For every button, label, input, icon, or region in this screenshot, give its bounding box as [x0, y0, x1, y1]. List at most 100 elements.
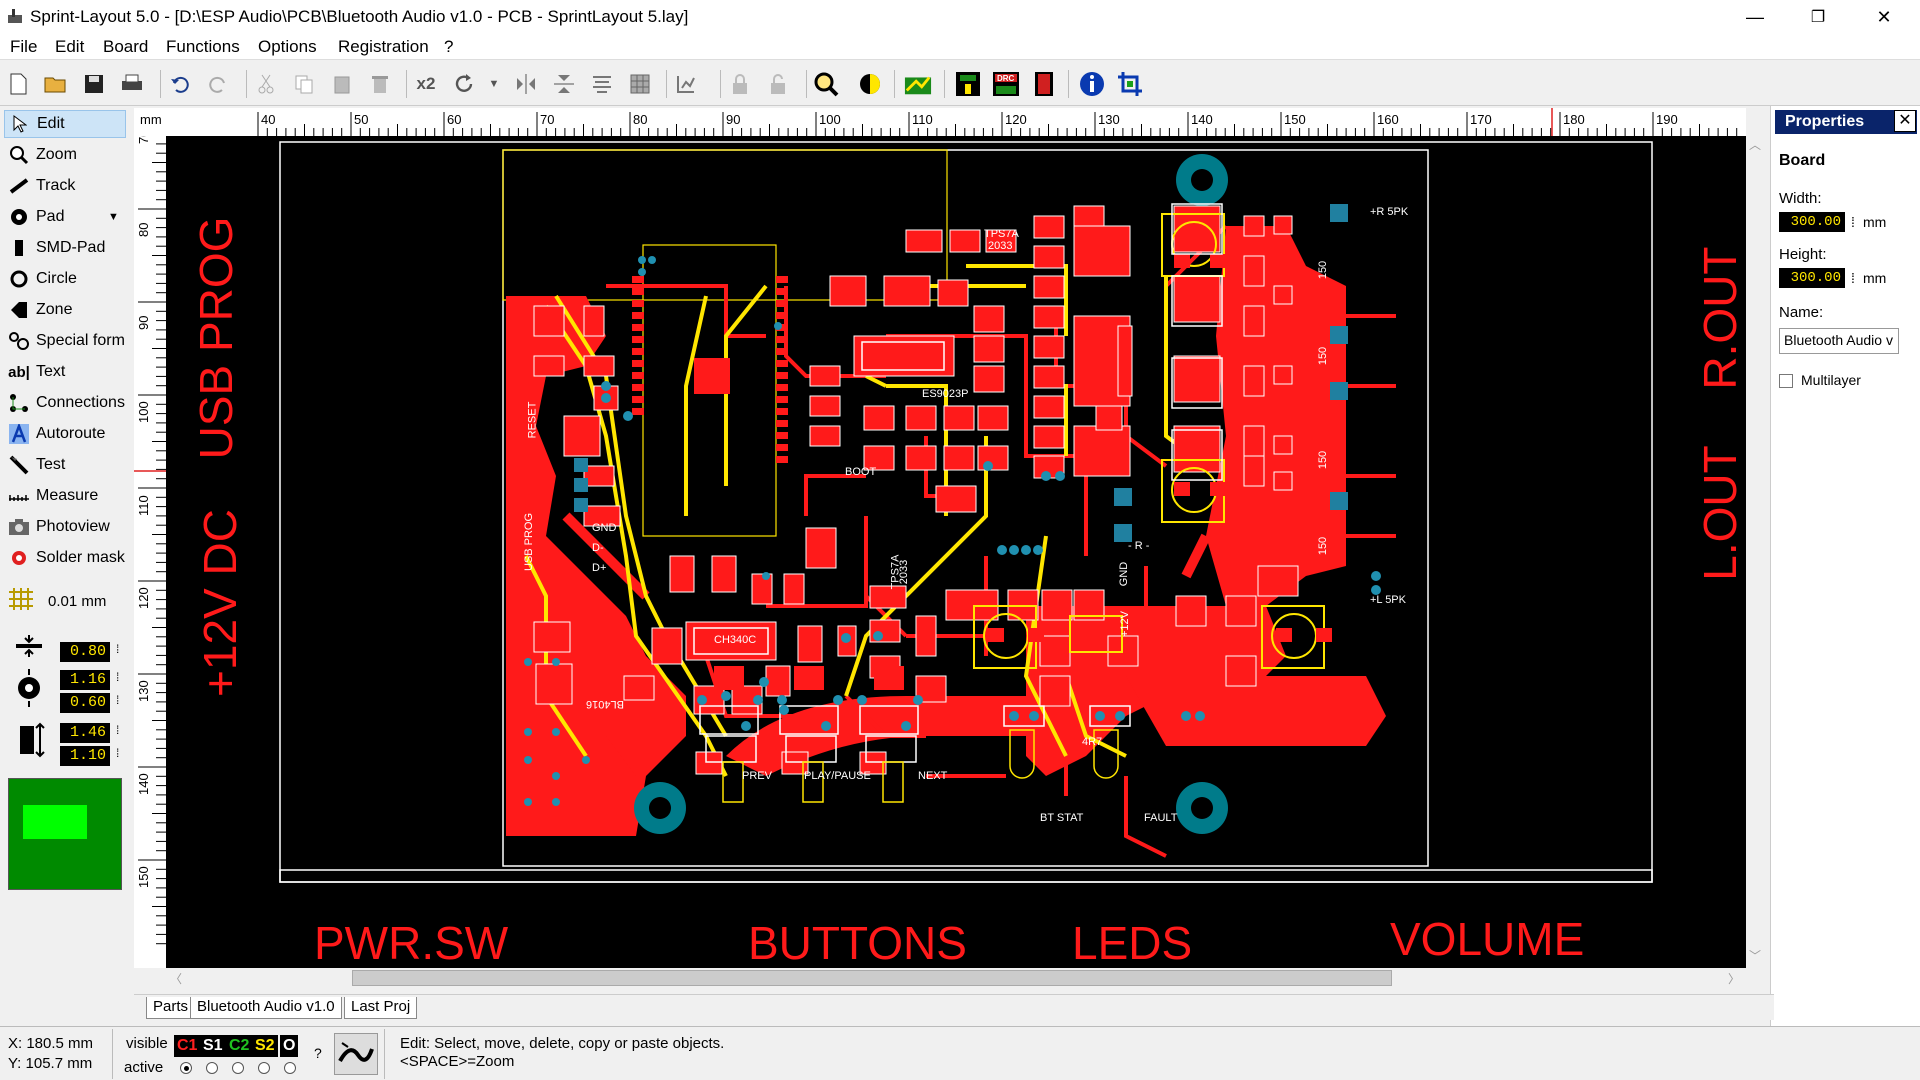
tool-solder-mask[interactable]: Solder mask — [4, 544, 126, 572]
tool-test[interactable]: Test — [4, 451, 126, 479]
track-width-field[interactable]: 0.80 — [60, 642, 110, 662]
tool-edit[interactable]: Edit — [4, 110, 126, 138]
drc-icon[interactable]: DRC — [992, 70, 1020, 98]
minimize-button[interactable]: — — [1746, 6, 1764, 27]
tool-smd-pad[interactable]: SMD-Pad — [4, 234, 126, 262]
properties-icon[interactable] — [1078, 70, 1106, 98]
tool-track[interactable]: Track — [4, 172, 126, 200]
tab-last-proj[interactable]: Last Proj — [344, 997, 418, 1019]
vertical-scrollbar[interactable]: ︿ ﹀ — [1746, 136, 1766, 968]
tool-special-form[interactable]: Special form — [4, 327, 126, 355]
height-spin[interactable]: ⁞ — [1851, 270, 1855, 286]
menu-registration[interactable]: Registration — [338, 37, 429, 56]
undo-icon[interactable] — [166, 70, 194, 98]
tool-photoview[interactable]: Photoview — [4, 513, 126, 541]
tool-circle[interactable]: Circle — [4, 265, 126, 293]
transparency-icon[interactable] — [856, 70, 884, 98]
smd-width-field[interactable]: 1.46 — [60, 723, 110, 743]
pcb-canvas[interactable]: USB PROG +12V DC R.OUT L.OUT PWR.SW BUTT… — [166, 136, 1746, 968]
scroll-thumb[interactable] — [352, 970, 1392, 986]
rotate-icon[interactable] — [450, 70, 478, 98]
active-s2-radio[interactable] — [258, 1062, 270, 1074]
scroll-right-icon[interactable]: 〉 — [1727, 972, 1740, 986]
multilayer-checkbox[interactable] — [1779, 374, 1793, 388]
active-c2-radio[interactable] — [232, 1062, 244, 1074]
smd-height-spin[interactable]: ⁞ — [116, 746, 120, 760]
align-icon[interactable] — [588, 70, 616, 98]
scroll-down-icon[interactable]: ﹀ — [1749, 949, 1762, 963]
layer-s2-toggle[interactable]: S2 — [252, 1035, 278, 1057]
menu-options[interactable]: Options — [258, 37, 317, 56]
width-spin[interactable]: ⁞ — [1851, 214, 1855, 230]
layer-preview[interactable] — [8, 778, 122, 890]
label-volume: VOLUME — [1390, 913, 1585, 965]
new-icon[interactable] — [4, 70, 32, 98]
tool-text[interactable]: ab| Text — [4, 358, 126, 386]
horizontal-scrollbar[interactable]: 〈 〉 — [166, 968, 1746, 990]
menu-edit[interactable]: Edit — [55, 37, 85, 56]
layer-c2-toggle[interactable]: C2 — [226, 1035, 253, 1057]
macro-icon[interactable] — [1030, 70, 1058, 98]
copy-icon[interactable] — [290, 70, 318, 98]
crop-icon[interactable] — [1116, 70, 1144, 98]
tab-parts[interactable]: Parts — [146, 997, 196, 1019]
silk-dminus: D- — [592, 542, 604, 554]
autoroute-icon[interactable] — [904, 70, 932, 98]
scroll-left-icon[interactable]: 〈 — [170, 972, 183, 986]
close-button[interactable]: ✕ — [1876, 6, 1892, 27]
layer-s1-toggle[interactable]: S1 — [200, 1035, 226, 1057]
tool-measure[interactable]: Measure — [4, 482, 126, 510]
smd-width-spin[interactable]: ⁞ — [116, 723, 120, 737]
unlock-icon[interactable] — [764, 70, 792, 98]
menu-functions[interactable]: Functions — [166, 37, 240, 56]
tool-zoom[interactable]: Zoom — [4, 141, 126, 169]
menu-help[interactable]: ? — [444, 37, 454, 56]
open-icon[interactable] — [42, 70, 70, 98]
x2-icon[interactable]: x2 — [416, 74, 436, 93]
active-s1-radio[interactable] — [206, 1062, 218, 1074]
smd-height-field[interactable]: 1.10 — [60, 746, 110, 766]
info-icon[interactable] — [954, 70, 982, 98]
save-icon[interactable] — [80, 70, 108, 98]
tool-autoroute[interactable]: Autoroute — [4, 420, 126, 448]
pad-inner-field[interactable]: 0.60 — [60, 693, 110, 713]
pad-dropdown-icon[interactable]: ▼ — [108, 211, 119, 223]
delete-icon[interactable] — [366, 70, 394, 98]
tool-pad[interactable]: Pad ▼ — [4, 203, 126, 231]
scroll-up-icon[interactable]: ︿ — [1749, 138, 1762, 152]
active-c1-radio[interactable] — [180, 1062, 192, 1074]
tool-connections[interactable]: Connections — [4, 389, 126, 417]
photoview-icon — [8, 516, 30, 538]
tool-label: Pad — [36, 208, 65, 225]
properties-close-button[interactable]: ✕ — [1894, 110, 1916, 132]
pad-inner-spin[interactable]: ⁞ — [116, 693, 120, 707]
tab-bluetooth-audio[interactable]: Bluetooth Audio v1.0 — [190, 997, 342, 1019]
rotate-dropdown-icon[interactable]: ▼ — [488, 78, 500, 90]
active-o-radio[interactable] — [284, 1062, 296, 1074]
print-icon[interactable] — [118, 70, 146, 98]
pad-outer-field[interactable]: 1.16 — [60, 670, 110, 690]
name-input[interactable]: Bluetooth Audio v — [1779, 328, 1899, 354]
lock-icon[interactable] — [726, 70, 754, 98]
pad-outer-spin[interactable]: ⁞ — [116, 670, 120, 684]
menu-board[interactable]: Board — [103, 37, 149, 56]
mirror-h-icon[interactable] — [512, 70, 540, 98]
height-field[interactable]: 300.00 — [1779, 268, 1845, 288]
track-width-spin[interactable]: ⁞ — [116, 642, 120, 656]
mirror-v-icon[interactable] — [550, 70, 578, 98]
layer-o-toggle[interactable]: O — [280, 1035, 299, 1057]
menu-file[interactable]: File — [10, 37, 38, 56]
restore-button[interactable]: ❐ — [1810, 9, 1826, 26]
group-icon[interactable] — [626, 70, 654, 98]
tool-label: SMD-Pad — [36, 239, 106, 256]
cut-icon[interactable] — [252, 70, 280, 98]
layer-c1-toggle[interactable]: C1 — [174, 1035, 201, 1057]
redo-icon[interactable] — [204, 70, 232, 98]
paste-icon[interactable] — [328, 70, 356, 98]
zoom-icon[interactable] — [812, 70, 840, 98]
tool-zone[interactable]: Zone — [4, 296, 126, 324]
layers-help-button[interactable]: ? — [314, 1045, 322, 1061]
ungroup-icon[interactable] — [672, 70, 700, 98]
width-field[interactable]: 300.00 — [1779, 212, 1845, 232]
grid-setting[interactable]: 0.01 mm — [4, 587, 126, 614]
